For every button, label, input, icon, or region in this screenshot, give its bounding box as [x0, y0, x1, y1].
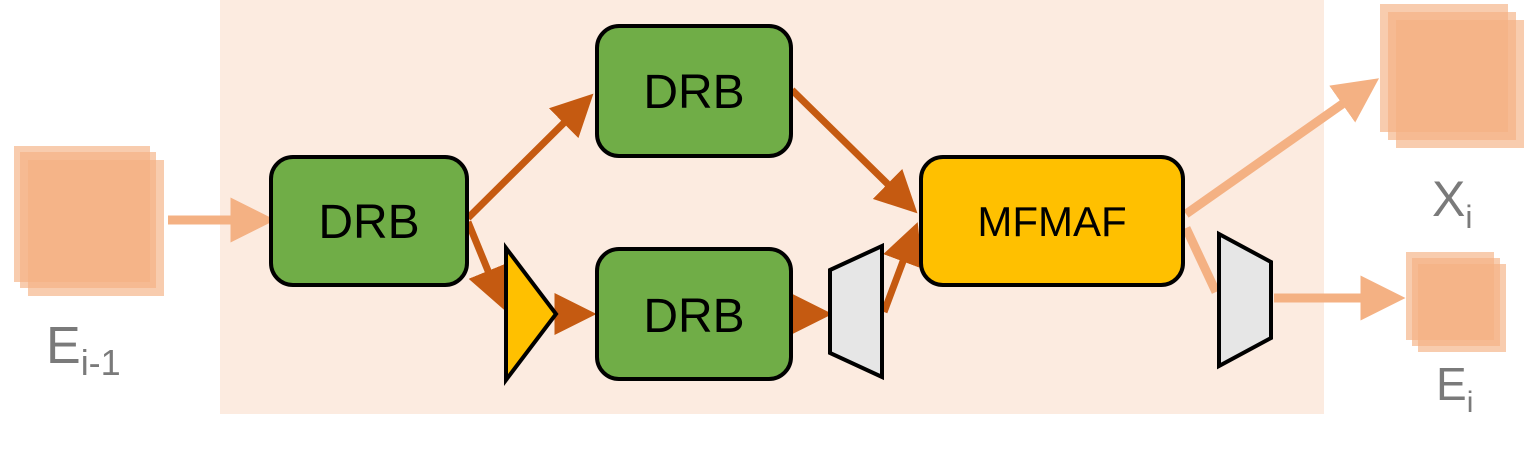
mfmaf-block — [919, 155, 1185, 287]
output-x-feature-map-icon — [1380, 4, 1524, 148]
trapezoid-downsample-icon-2 — [1217, 230, 1273, 370]
arrow-drb-to-upsample — [464, 220, 508, 310]
output-e-feature-map-icon — [1406, 252, 1506, 352]
drb-top-label: DRB — [643, 66, 744, 119]
arrow-drb-top-to-mfmaf — [789, 87, 918, 214]
arrow-mfmaf-to-down2 — [1181, 226, 1221, 294]
input-label: Ei-1 — [46, 317, 121, 383]
arrow-drb-to-drb-top — [465, 93, 594, 221]
drb-top-block — [595, 24, 793, 158]
mfmaf-label: MFMAF — [977, 198, 1126, 245]
drb-bottom-label: DRB — [643, 290, 744, 343]
input-label-sub: i-1 — [81, 342, 121, 383]
output-x-label: Xi — [1432, 171, 1472, 235]
drb-left-label: DRB — [318, 196, 419, 249]
trapezoid-downsample-icon — [828, 242, 884, 381]
arrow-down1-to-mfmaf — [880, 222, 923, 314]
output-x-label-sub: i — [1465, 199, 1472, 235]
output-e-label-sub: i — [1467, 386, 1474, 419]
triangle-upsample-icon — [504, 242, 559, 386]
output-e-label: Ei — [1436, 358, 1473, 419]
input-feature-map-icon — [14, 146, 164, 296]
arrow-mfmaf-to-x — [1183, 78, 1380, 218]
drb-bottom-block — [595, 247, 793, 381]
drb-left-block — [269, 155, 469, 287]
